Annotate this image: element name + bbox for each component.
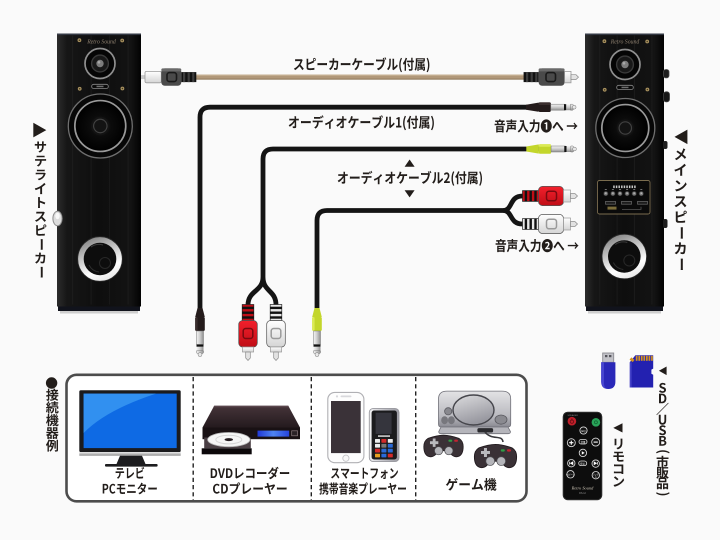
- svg-text:RS-12: RS-12: [579, 492, 586, 495]
- svg-text:SPEAKER: SPEAKER: [568, 414, 579, 417]
- svg-text:Retro Sound: Retro Sound: [86, 39, 116, 45]
- svg-text:ランダ: ランダ: [593, 472, 599, 476]
- svg-text:ム: ム: [595, 475, 597, 479]
- svg-text:Retro Sound: Retro Sound: [571, 486, 594, 491]
- svg-text:停止: 停止: [580, 461, 585, 465]
- svg-text:EQ: EQ: [581, 429, 586, 433]
- svg-text:リピート: リピート: [566, 473, 575, 477]
- svg-text:音量: 音量: [581, 440, 586, 444]
- svg-text:Retro Sound: Retro Sound: [610, 39, 640, 45]
